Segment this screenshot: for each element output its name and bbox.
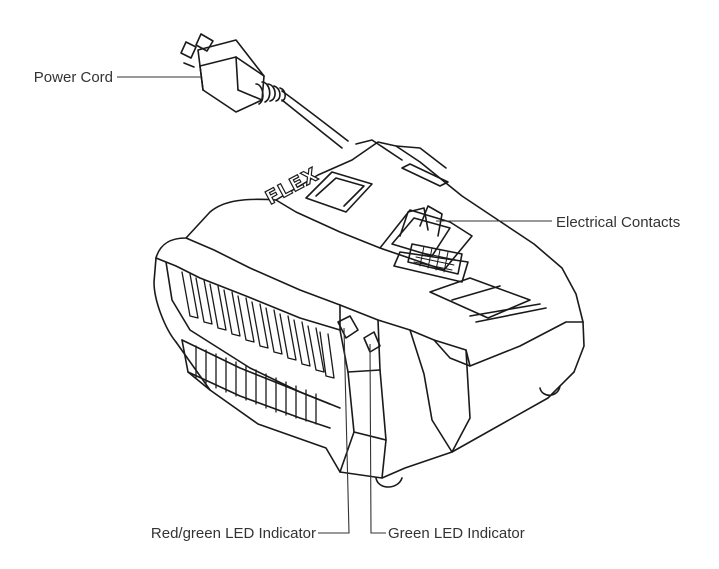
red-green-led-label: Red/green LED Indicator [151,525,316,542]
power-cord-label: Power Cord [34,69,113,86]
flex-logo: FLEX [262,163,322,209]
vent-slats [181,271,335,425]
electrical-contacts-label: Electrical Contacts [556,214,680,231]
charger-body [153,139,585,488]
leader-lines [117,76,552,534]
green-led-label: Green LED Indicator [388,525,525,542]
green-led-leader [369,343,386,534]
power-cord-plug [180,33,349,149]
red-green-led-leader [318,327,350,534]
contact-pins [413,245,457,273]
